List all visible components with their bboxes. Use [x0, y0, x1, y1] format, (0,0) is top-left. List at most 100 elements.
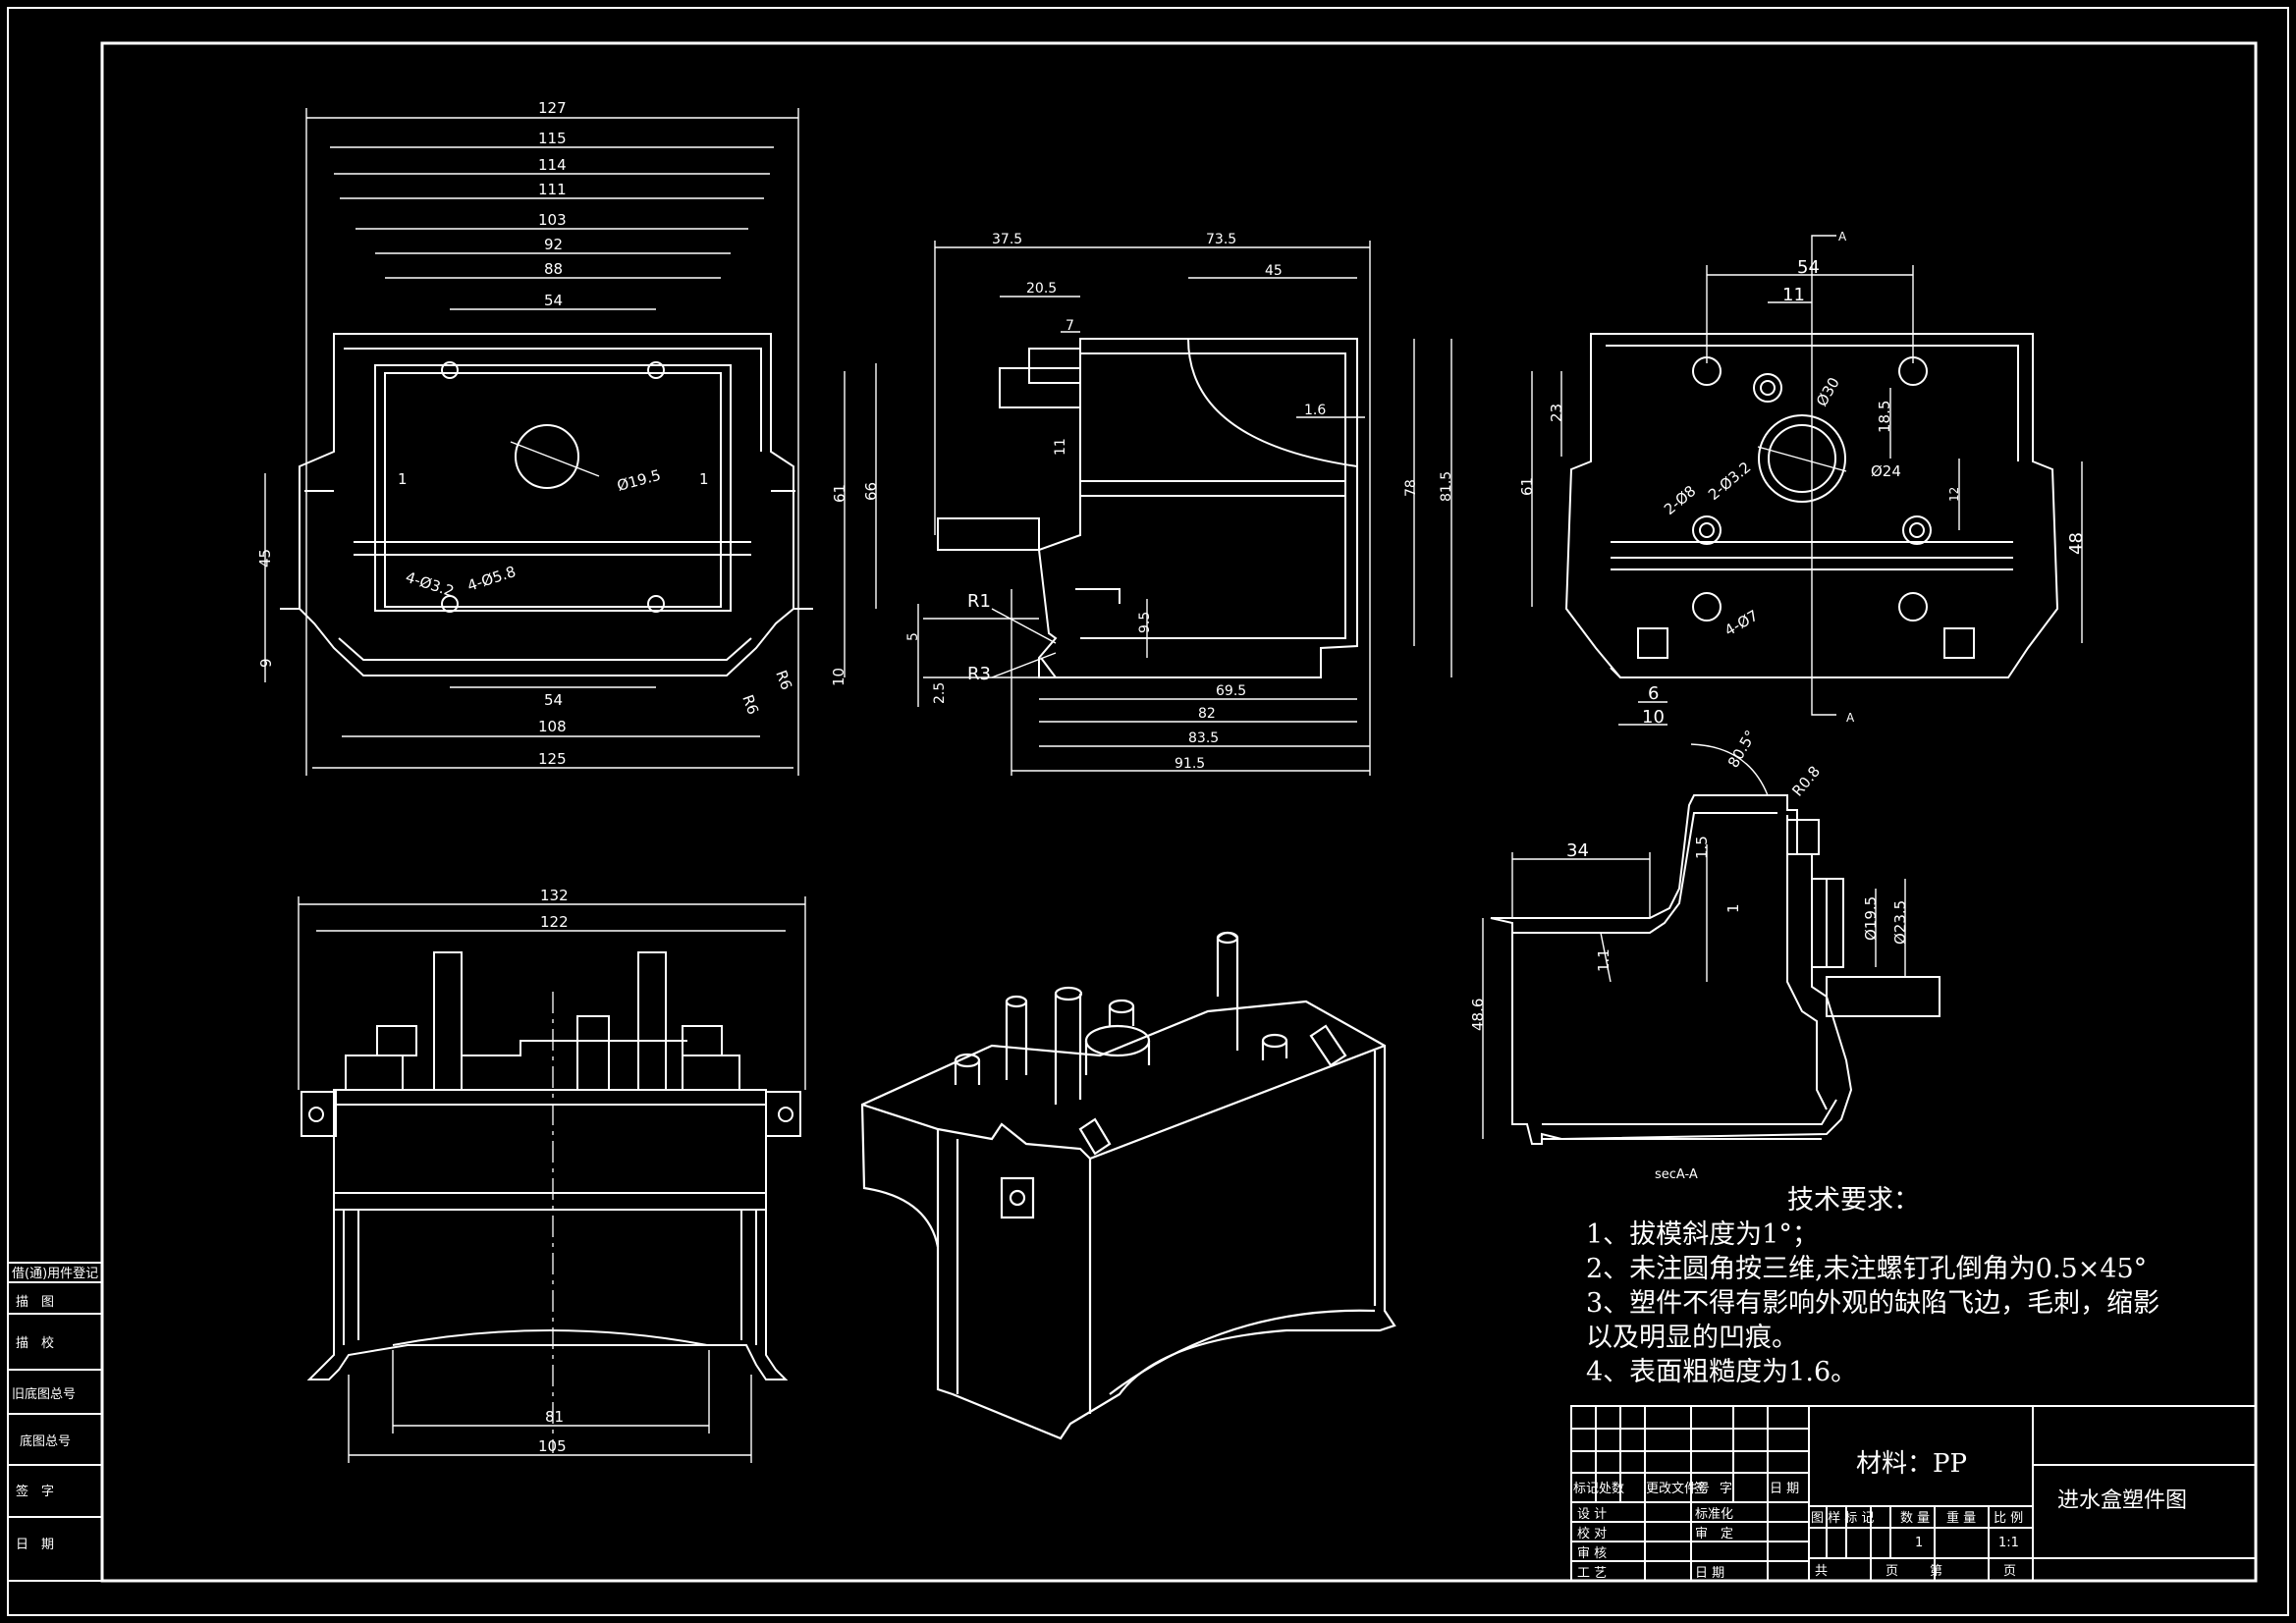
dim-73-5: 73.5	[1206, 232, 1236, 247]
stage-header-2: 重 量	[1946, 1510, 1976, 1526]
sign-row2-0: 标准化	[1695, 1507, 1733, 1522]
top-view	[1564, 333, 2059, 678]
dim-48: 48	[2066, 532, 2087, 555]
rev-header-2: 更改文件号	[1646, 1482, 1710, 1496]
dim-69-5: 69.5	[1216, 683, 1246, 699]
dim-45-side: 45	[1265, 263, 1283, 279]
tech-req-item-3-cont: 以及明显的凹痕。	[1586, 1323, 1798, 1353]
note-80-5deg: 80.5°	[1724, 728, 1760, 771]
left-row-6: 日 期	[16, 1538, 54, 1552]
dim-10: 10	[830, 668, 847, 686]
dim-d23-5-section: Ø23.5	[1891, 900, 1909, 945]
technical-requirements: 技术要求： 1、拔模斜度为1°； 2、未注圆角按三维,未注螺钉孔倒角为0.5×4…	[1586, 1183, 2273, 1389]
isometric-view	[860, 931, 1396, 1440]
note-1-right: 1	[699, 470, 709, 488]
dim-9-5: 9.5	[1137, 612, 1153, 633]
tech-req-item-4: 4、表面粗糙度为1.6。	[1586, 1357, 1858, 1387]
tech-req-item-1: 1、拔模斜度为1°；	[1586, 1219, 1819, 1250]
dim-61-topview: 61	[1518, 477, 1536, 496]
rev-header-4: 日 期	[1770, 1482, 1799, 1496]
dim-d19-5-section: Ø19.5	[1862, 896, 1880, 941]
drawing-title: 进水盒塑件图	[2057, 1488, 2188, 1513]
top-view-dimension-text: 54 11 23 61 48 12 18.5 6 10 Ø30 Ø24 2-Ø3…	[1518, 230, 2087, 728]
left-row-1: 描 图	[16, 1295, 54, 1310]
dim-2-5: 2.5	[932, 682, 948, 704]
note-1-left: 1	[398, 470, 408, 488]
dim-20-5: 20.5	[1026, 281, 1057, 297]
left-row-2: 描 校	[16, 1335, 54, 1351]
dim-125: 125	[538, 750, 567, 768]
section-a-a-view	[1490, 794, 1941, 1145]
section-marker-bottom: A	[1846, 711, 1855, 725]
note-4-d3-2: 4-Ø3.2	[404, 568, 457, 601]
title-block	[1570, 1405, 2257, 1582]
tech-req-heading: 技术要求：	[1787, 1185, 1920, 1216]
dim-48-6: 48.6	[1469, 999, 1487, 1031]
rear-view-dimension-lines	[298, 896, 806, 1463]
dim-12: 12	[1947, 487, 1961, 502]
note-r0-8: R0.8	[1788, 763, 1824, 800]
front-view	[280, 333, 813, 676]
dim-45: 45	[256, 549, 274, 568]
dim-122: 122	[540, 913, 569, 931]
dim-115: 115	[538, 130, 567, 147]
material-label: 材料：PP	[1856, 1449, 1967, 1479]
dim-1-section: 1	[1724, 903, 1742, 913]
left-row-5: 签 字	[16, 1484, 54, 1499]
dim-114: 114	[538, 156, 567, 174]
dim-11-topview: 11	[1782, 285, 1805, 305]
dim-10-topview: 10	[1642, 707, 1665, 728]
dim-18-5: 18.5	[1876, 401, 1893, 433]
footer-3: 页	[2003, 1564, 2016, 1579]
note-r3: R3	[967, 664, 991, 684]
footer-1: 页	[1886, 1564, 1898, 1579]
note-2-d8: 2-Ø8	[1661, 482, 1699, 518]
dim-1-1: 1.1	[1595, 948, 1613, 972]
side-view-dimension-text: 37.5 73.5 20.5 45 7 1.6 69.5 82 83.5 91.…	[905, 232, 1454, 772]
dim-132: 132	[540, 887, 569, 904]
title-block-text: 标记 处数 更改文件号 签 字 日 期 设 计 校 对 审 核 工 艺 标准化 …	[1573, 1481, 2023, 1581]
front-view-dimension-lines	[264, 108, 877, 776]
note-4-d5-8: 4-Ø5.8	[465, 563, 519, 595]
note-r6-b: R6	[738, 692, 762, 717]
left-row-4: 底图总号	[20, 1434, 71, 1449]
dim-88: 88	[544, 260, 563, 278]
stage-header-3: 比 例	[1994, 1511, 2023, 1526]
dim-82: 82	[1198, 706, 1216, 722]
dim-91-5: 91.5	[1175, 756, 1205, 772]
sign-row2-3: 日 期	[1695, 1566, 1724, 1581]
stage-header-0: 图 样 标 记	[1811, 1511, 1874, 1526]
note-r1: R1	[967, 591, 991, 612]
note-2-d3-2: 2-Ø3.2	[1705, 459, 1754, 504]
dim-127: 127	[538, 99, 567, 117]
sign-row-3: 工 艺	[1577, 1566, 1607, 1581]
tech-req-item-3: 3、塑件不得有影响外观的缺陷飞边，毛刺，缩影	[1586, 1288, 2160, 1319]
section-marker-top: A	[1838, 230, 1847, 243]
note-d30: Ø30	[1813, 374, 1843, 409]
dim-9: 9	[257, 658, 275, 668]
sign-row-0: 设 计	[1577, 1507, 1607, 1522]
note-r6-a: R6	[772, 668, 795, 692]
dim-111: 111	[538, 181, 567, 198]
dim-34: 34	[1566, 840, 1589, 861]
dim-103: 103	[538, 211, 567, 229]
side-view	[937, 338, 1358, 678]
note-4-d7: 4-Ø7	[1722, 607, 1761, 640]
left-auxiliary-table	[7, 1262, 103, 1582]
rear-view-dimension-text: 132 122 81 105	[538, 887, 569, 1455]
scale-value: 1:1	[1998, 1536, 2019, 1550]
rear-view	[301, 951, 801, 1453]
dim-23: 23	[1548, 404, 1565, 422]
rev-header-0: 标记	[1573, 1482, 1599, 1496]
stage-header-1: 数 量	[1900, 1511, 1930, 1526]
outer-frame	[7, 7, 2289, 1616]
sign-row-1: 校 对	[1577, 1526, 1607, 1542]
dim-54-bottom: 54	[544, 691, 563, 709]
dim-105: 105	[538, 1437, 567, 1455]
left-row-3: 旧底图总号	[12, 1386, 76, 1402]
dim-1-5: 1.5	[1693, 836, 1711, 859]
note-d19-5: Ø19.5	[615, 466, 662, 495]
dim-7: 7	[1066, 318, 1074, 334]
dim-81-5: 81.5	[1439, 471, 1454, 502]
